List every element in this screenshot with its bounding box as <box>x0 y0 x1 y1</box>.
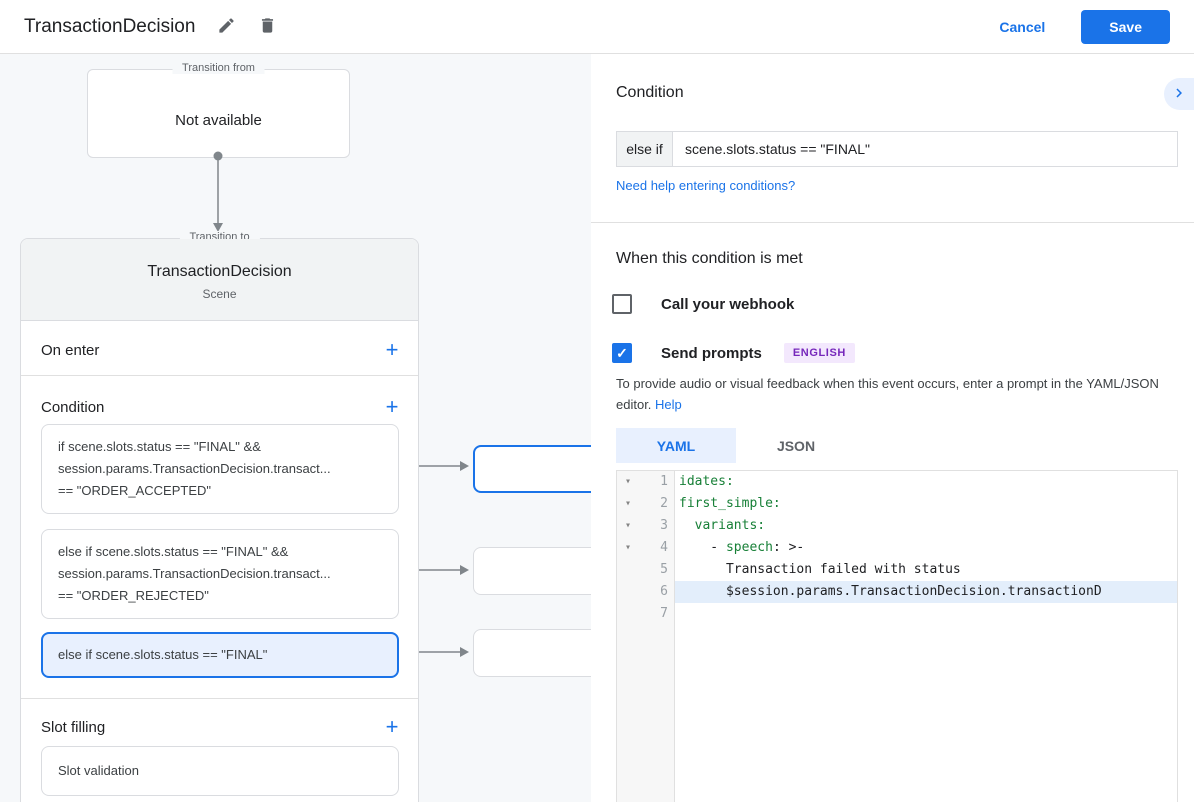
code-line: ▾ 1 idates: <box>617 471 1177 493</box>
transition-to-box: Transition to TransactionDecision Scene … <box>20 231 419 802</box>
scene-subtitle: Scene <box>202 287 237 301</box>
transition-target-box-1[interactable] <box>473 445 591 493</box>
when-condition-title: When this condition is met <box>616 250 803 267</box>
page-title: TransactionDecision <box>24 15 196 37</box>
condition-card-1[interactable]: if scene.slots.status == "FINAL" && sess… <box>41 424 399 514</box>
condition-card-2[interactable]: else if scene.slots.status == "FINAL" &&… <box>41 529 399 619</box>
condition-detail-panel: Condition else if Need help entering con… <box>591 54 1194 802</box>
fold-arrow-icon[interactable]: ▾ <box>624 476 632 487</box>
add-condition-button[interactable]: + <box>380 395 404 419</box>
transition-from-value: Not available <box>175 112 262 129</box>
code-line: ▾ 3 variants: <box>617 515 1177 537</box>
language-badge: ENGLISH <box>783 343 855 363</box>
cancel-button[interactable]: Cancel <box>999 18 1046 35</box>
fold-arrow-icon[interactable]: ▾ <box>624 542 632 553</box>
condition-card-line: == "ORDER_ACCEPTED" <box>58 483 211 498</box>
gutter-background <box>617 625 675 802</box>
help-link[interactable]: Help <box>655 396 682 412</box>
slot-filling-label: Slot filling <box>41 719 106 736</box>
add-slot-button[interactable]: + <box>380 715 404 739</box>
scene-flow-canvas: Transition from Not available Transition… <box>0 54 591 802</box>
code-line: ▾ 4 - speech: >- <box>617 537 1177 559</box>
slot-validation-card[interactable]: Slot validation <box>41 746 399 796</box>
condition-prefix: else if <box>616 131 672 167</box>
edit-scene-button[interactable] <box>217 16 236 38</box>
line-number: 4 <box>660 540 668 555</box>
condition-card-line: else if scene.slots.status == "FINAL" <box>58 647 268 662</box>
scene-title: TransactionDecision <box>147 263 292 280</box>
condition-card-3-selected[interactable]: else if scene.slots.status == "FINAL" <box>41 632 399 678</box>
webhook-row: Call your webhook <box>612 294 794 314</box>
editor-tabs: YAML JSON <box>616 428 856 463</box>
condition-label: Condition <box>41 399 105 416</box>
collapse-panel-button[interactable] <box>1164 78 1194 110</box>
on-enter-label: On enter <box>41 342 100 359</box>
top-bar: TransactionDecision Cancel Save <box>0 0 1194 54</box>
transition-from-box: Transition from Not available <box>87 62 350 158</box>
transition-target-box-3[interactable] <box>473 629 591 677</box>
line-number: 7 <box>660 606 668 621</box>
code-token: - <box>679 540 726 555</box>
code-token: first_simple: <box>679 496 781 511</box>
transition-from-legend: Transition from <box>172 62 265 74</box>
save-button[interactable]: Save <box>1081 9 1170 44</box>
condition-card-line: session.params.TransactionDecision.trans… <box>58 461 331 476</box>
fold-arrow-icon[interactable]: ▾ <box>624 520 632 531</box>
call-webhook-label: Call your webhook <box>661 295 795 313</box>
pencil-icon <box>217 16 236 38</box>
condition-help-link[interactable]: Need help entering conditions? <box>616 178 796 193</box>
code-line: 7 <box>617 603 1177 625</box>
tab-json[interactable]: JSON <box>736 428 856 463</box>
line-number: 1 <box>660 474 668 489</box>
condition-card-line: if scene.slots.status == "FINAL" && <box>58 439 261 454</box>
line-number: 2 <box>660 496 668 511</box>
code-token: Transaction failed with status <box>679 562 961 577</box>
slot-validation-label: Slot validation <box>58 763 139 778</box>
yaml-code-editor[interactable]: ▾ 1 idates: ▾ 2 first_simple: ▾ 3 variants:… <box>616 470 1178 802</box>
code-line: ▾ 2 first_simple: <box>617 493 1177 515</box>
code-token: : >- <box>772 540 805 555</box>
section-divider <box>21 375 418 376</box>
trash-icon <box>258 16 277 38</box>
prompt-description-text: To provide audio or visual feedback when… <box>616 376 1159 412</box>
send-prompts-row: ✓ Send prompts ENGLISH <box>612 343 855 363</box>
add-on-enter-button[interactable]: + <box>380 338 404 362</box>
fold-arrow-icon[interactable]: ▾ <box>624 498 632 509</box>
condition-input-group: else if <box>616 131 1178 167</box>
condition-card-line: session.params.TransactionDecision.trans… <box>58 566 331 581</box>
chevron-right-icon <box>1170 84 1188 105</box>
code-token: variants: <box>679 518 766 533</box>
scene-header: TransactionDecision Scene <box>21 239 418 321</box>
panel-title: Condition <box>616 84 684 101</box>
line-number: 5 <box>660 562 668 577</box>
condition-expression-input[interactable] <box>672 131 1178 167</box>
condition-card-line: == "ORDER_REJECTED" <box>58 588 209 603</box>
prompt-description: To provide audio or visual feedback when… <box>616 374 1184 416</box>
tab-yaml[interactable]: YAML <box>616 428 736 463</box>
checkmark-icon: ✓ <box>616 344 628 361</box>
transition-target-box-2[interactable] <box>473 547 591 595</box>
condition-card-line: else if scene.slots.status == "FINAL" && <box>58 544 289 559</box>
code-token: $session.params.TransactionDecision.tran… <box>679 584 1102 599</box>
call-webhook-checkbox[interactable] <box>612 294 632 314</box>
delete-scene-button[interactable] <box>258 16 277 38</box>
code-line: 5 Transaction failed with status <box>617 559 1177 581</box>
panel-divider <box>591 222 1194 223</box>
code-token: speech <box>725 540 773 555</box>
line-number: 3 <box>660 518 668 533</box>
code-token: idates: <box>679 474 734 489</box>
send-prompts-checkbox[interactable]: ✓ <box>612 343 632 363</box>
send-prompts-label: Send prompts <box>661 344 762 362</box>
section-divider <box>21 698 418 699</box>
code-line-active: 6 $session.params.TransactionDecision.tr… <box>617 581 1177 603</box>
line-number: 6 <box>660 584 668 599</box>
